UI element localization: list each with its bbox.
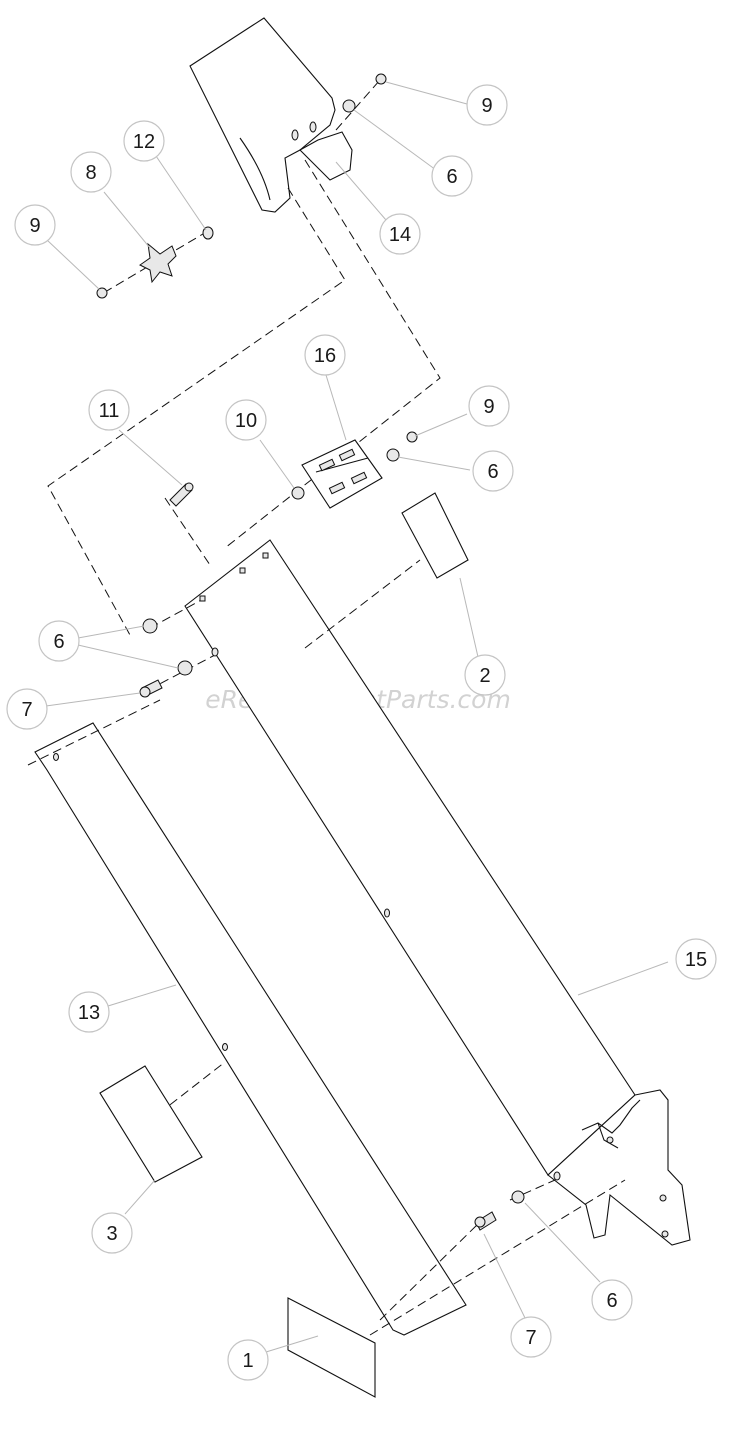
callout-1: 1 [227, 1339, 269, 1381]
callout-12: 12 [123, 120, 165, 162]
callout-9-top: 9 [466, 84, 508, 126]
frame-part-15 [184, 539, 691, 1246]
callout-6-right: 6 [472, 450, 514, 492]
decal-part-2 [401, 492, 469, 579]
svg-text:9: 9 [483, 396, 494, 418]
callout-2: 2 [464, 654, 506, 696]
callout-9-right: 9 [468, 385, 510, 427]
svg-text:7: 7 [525, 1327, 536, 1349]
svg-text:15: 15 [685, 949, 707, 971]
svg-text:13: 13 [78, 1002, 100, 1024]
svg-text:10: 10 [235, 410, 257, 432]
callout-7-upper: 7 [6, 688, 48, 730]
svg-text:11: 11 [99, 400, 120, 422]
svg-text:9: 9 [481, 95, 492, 117]
svg-text:14: 14 [389, 224, 411, 246]
hinge-part-16 [301, 439, 383, 509]
callout-11: 11 [88, 389, 130, 431]
svg-text:6: 6 [446, 166, 457, 188]
callout-15: 15 [675, 938, 717, 980]
svg-text:12: 12 [133, 131, 155, 153]
callout-6-top: 6 [431, 155, 473, 197]
svg-text:6: 6 [53, 631, 64, 653]
panel-part-13 [34, 722, 561, 1336]
svg-text:16: 16 [314, 345, 336, 367]
svg-text:9: 9 [29, 215, 40, 237]
callout-14: 14 [379, 213, 421, 255]
callout-8: 8 [70, 151, 112, 193]
callout-6-left: 6 [38, 620, 80, 662]
svg-text:6: 6 [487, 461, 498, 483]
decal-part-1 [287, 1297, 376, 1398]
callout-6-lower: 6 [591, 1279, 633, 1321]
svg-text:8: 8 [85, 162, 96, 184]
callout-3: 3 [91, 1212, 133, 1254]
svg-text:3: 3 [106, 1223, 117, 1245]
callout-13: 13 [68, 991, 110, 1033]
svg-text:2: 2 [479, 665, 490, 687]
svg-text:6: 6 [606, 1290, 617, 1312]
leader-lines [45, 81, 669, 1353]
callout-7-lower: 7 [510, 1316, 552, 1358]
decal-part-3 [99, 1065, 203, 1183]
callout-10: 10 [225, 399, 267, 441]
callout-16: 16 [304, 334, 346, 376]
hood-part-14 [189, 17, 353, 213]
svg-text:1: 1 [242, 1350, 253, 1372]
hardware [96, 73, 525, 1231]
callout-9-left: 9 [14, 204, 56, 246]
svg-text:7: 7 [21, 699, 32, 721]
